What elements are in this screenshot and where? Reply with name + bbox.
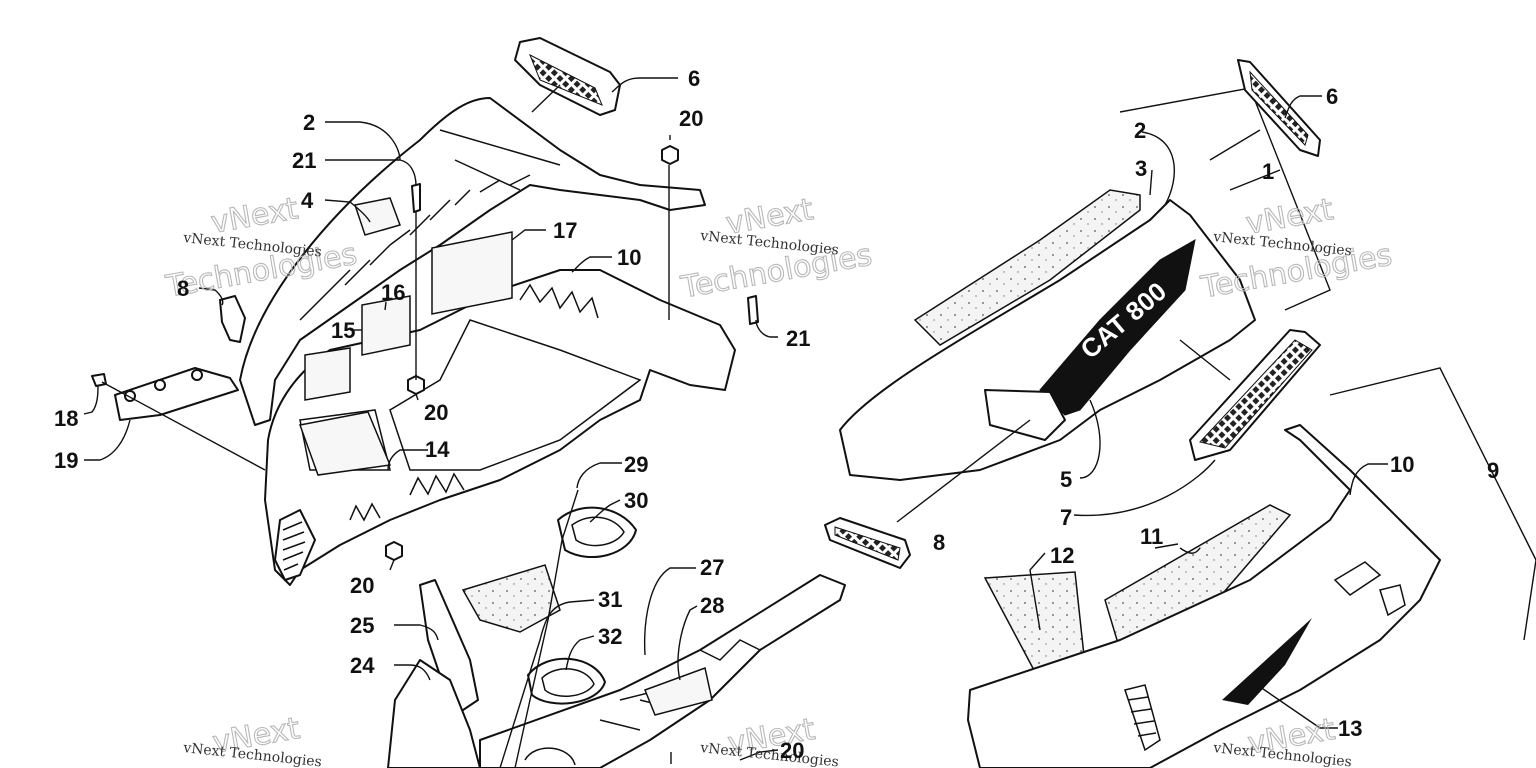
callout-15: 15 [331, 318, 355, 343]
callout-32: 32 [598, 624, 622, 649]
callout-25: 25 [350, 613, 374, 638]
pad-31 [461, 564, 561, 633]
callout-2: 2 [1134, 118, 1146, 143]
callout-20: 20 [780, 738, 804, 763]
lower-hood-vent [1333, 561, 1406, 617]
scoop-5 [984, 389, 1066, 441]
gasket-32-inner [541, 668, 595, 697]
screw-21-left [411, 183, 421, 213]
nut-20-top [661, 145, 679, 165]
callout-3: 3 [1135, 156, 1147, 181]
bracket-19 [114, 367, 239, 421]
hood-lower-right [967, 424, 1441, 768]
callout-20: 20 [424, 400, 448, 425]
callout-31: 31 [598, 587, 622, 612]
callout-7: 7 [1060, 505, 1072, 530]
callouts: 6 20 2 21 4 17 10 16 8 15 21 20 18 19 14… [54, 66, 1499, 763]
group-bracket-1 [1119, 87, 1331, 311]
callout-8: 8 [177, 276, 189, 301]
callout-13: 13 [1338, 716, 1362, 741]
callout-14: 14 [425, 437, 450, 462]
callout-30: 30 [624, 488, 648, 513]
console-27 [479, 574, 846, 768]
callout-12: 12 [1050, 543, 1074, 568]
gasket-30-inner [571, 516, 625, 547]
callout-5: 5 [1060, 467, 1072, 492]
black-decal-13 [1222, 618, 1312, 705]
bracket-hole [154, 379, 166, 391]
screw-18 [91, 373, 107, 387]
decal-15 [304, 347, 351, 401]
decal-4 [354, 197, 401, 236]
decal-14 [298, 411, 392, 476]
hood-upper-part [239, 97, 706, 426]
vent-screen-right-mesh [1249, 70, 1309, 146]
panel-24 [387, 659, 481, 768]
vent-7-mesh [1199, 339, 1313, 449]
decal-16 [361, 295, 411, 356]
hood-upper-ridges [299, 129, 561, 321]
callout-10: 10 [1390, 452, 1414, 477]
callout-11: 11 [1140, 524, 1163, 549]
callout-29: 29 [624, 452, 648, 477]
left-hood-assembly [91, 37, 846, 768]
callout-19: 19 [54, 448, 78, 473]
callout-8: 8 [933, 530, 945, 555]
decal-28 [644, 666, 713, 716]
callout-27: 27 [700, 555, 724, 580]
callout-9: 9 [1487, 458, 1499, 483]
callout-20: 20 [350, 573, 374, 598]
leader-lines [83, 77, 1388, 768]
hood-lower-fins [349, 283, 599, 522]
vent-screen-mesh [529, 53, 603, 106]
callout-16: 16 [381, 280, 405, 305]
vent-8-left [219, 295, 246, 343]
callout-1: 1 [1262, 159, 1274, 184]
callout-6: 6 [1326, 84, 1338, 109]
callout-20: 20 [679, 106, 703, 131]
vent-8-right-mesh [834, 526, 901, 561]
decal-17 [431, 231, 513, 315]
black-decal-5 [1039, 239, 1196, 416]
right-hood-assembly: CAT 800 [824, 59, 1536, 768]
callout-24: 24 [350, 653, 375, 678]
panel-25 [419, 579, 479, 713]
fastener-axis [101, 165, 670, 471]
callout-21: 21 [786, 326, 810, 351]
callout-4: 4 [301, 188, 314, 213]
side-grille-slats [282, 521, 306, 571]
callout-6: 6 [688, 66, 700, 91]
nut-20-low [385, 541, 403, 561]
screw-21-right [747, 295, 759, 325]
bracket-hole [191, 369, 203, 381]
console-hole [524, 747, 576, 766]
pad-3 [913, 189, 1141, 346]
gasket-30 [557, 506, 637, 559]
callout-10: 10 [617, 245, 641, 270]
group-bracket-9 [1329, 367, 1536, 641]
callout-28: 28 [700, 593, 724, 618]
callout-18: 18 [54, 406, 78, 431]
callout-17: 17 [553, 218, 577, 243]
callout-21: 21 [292, 148, 316, 173]
lower-hood-grille [1124, 684, 1161, 752]
callout-2: 2 [303, 110, 315, 135]
